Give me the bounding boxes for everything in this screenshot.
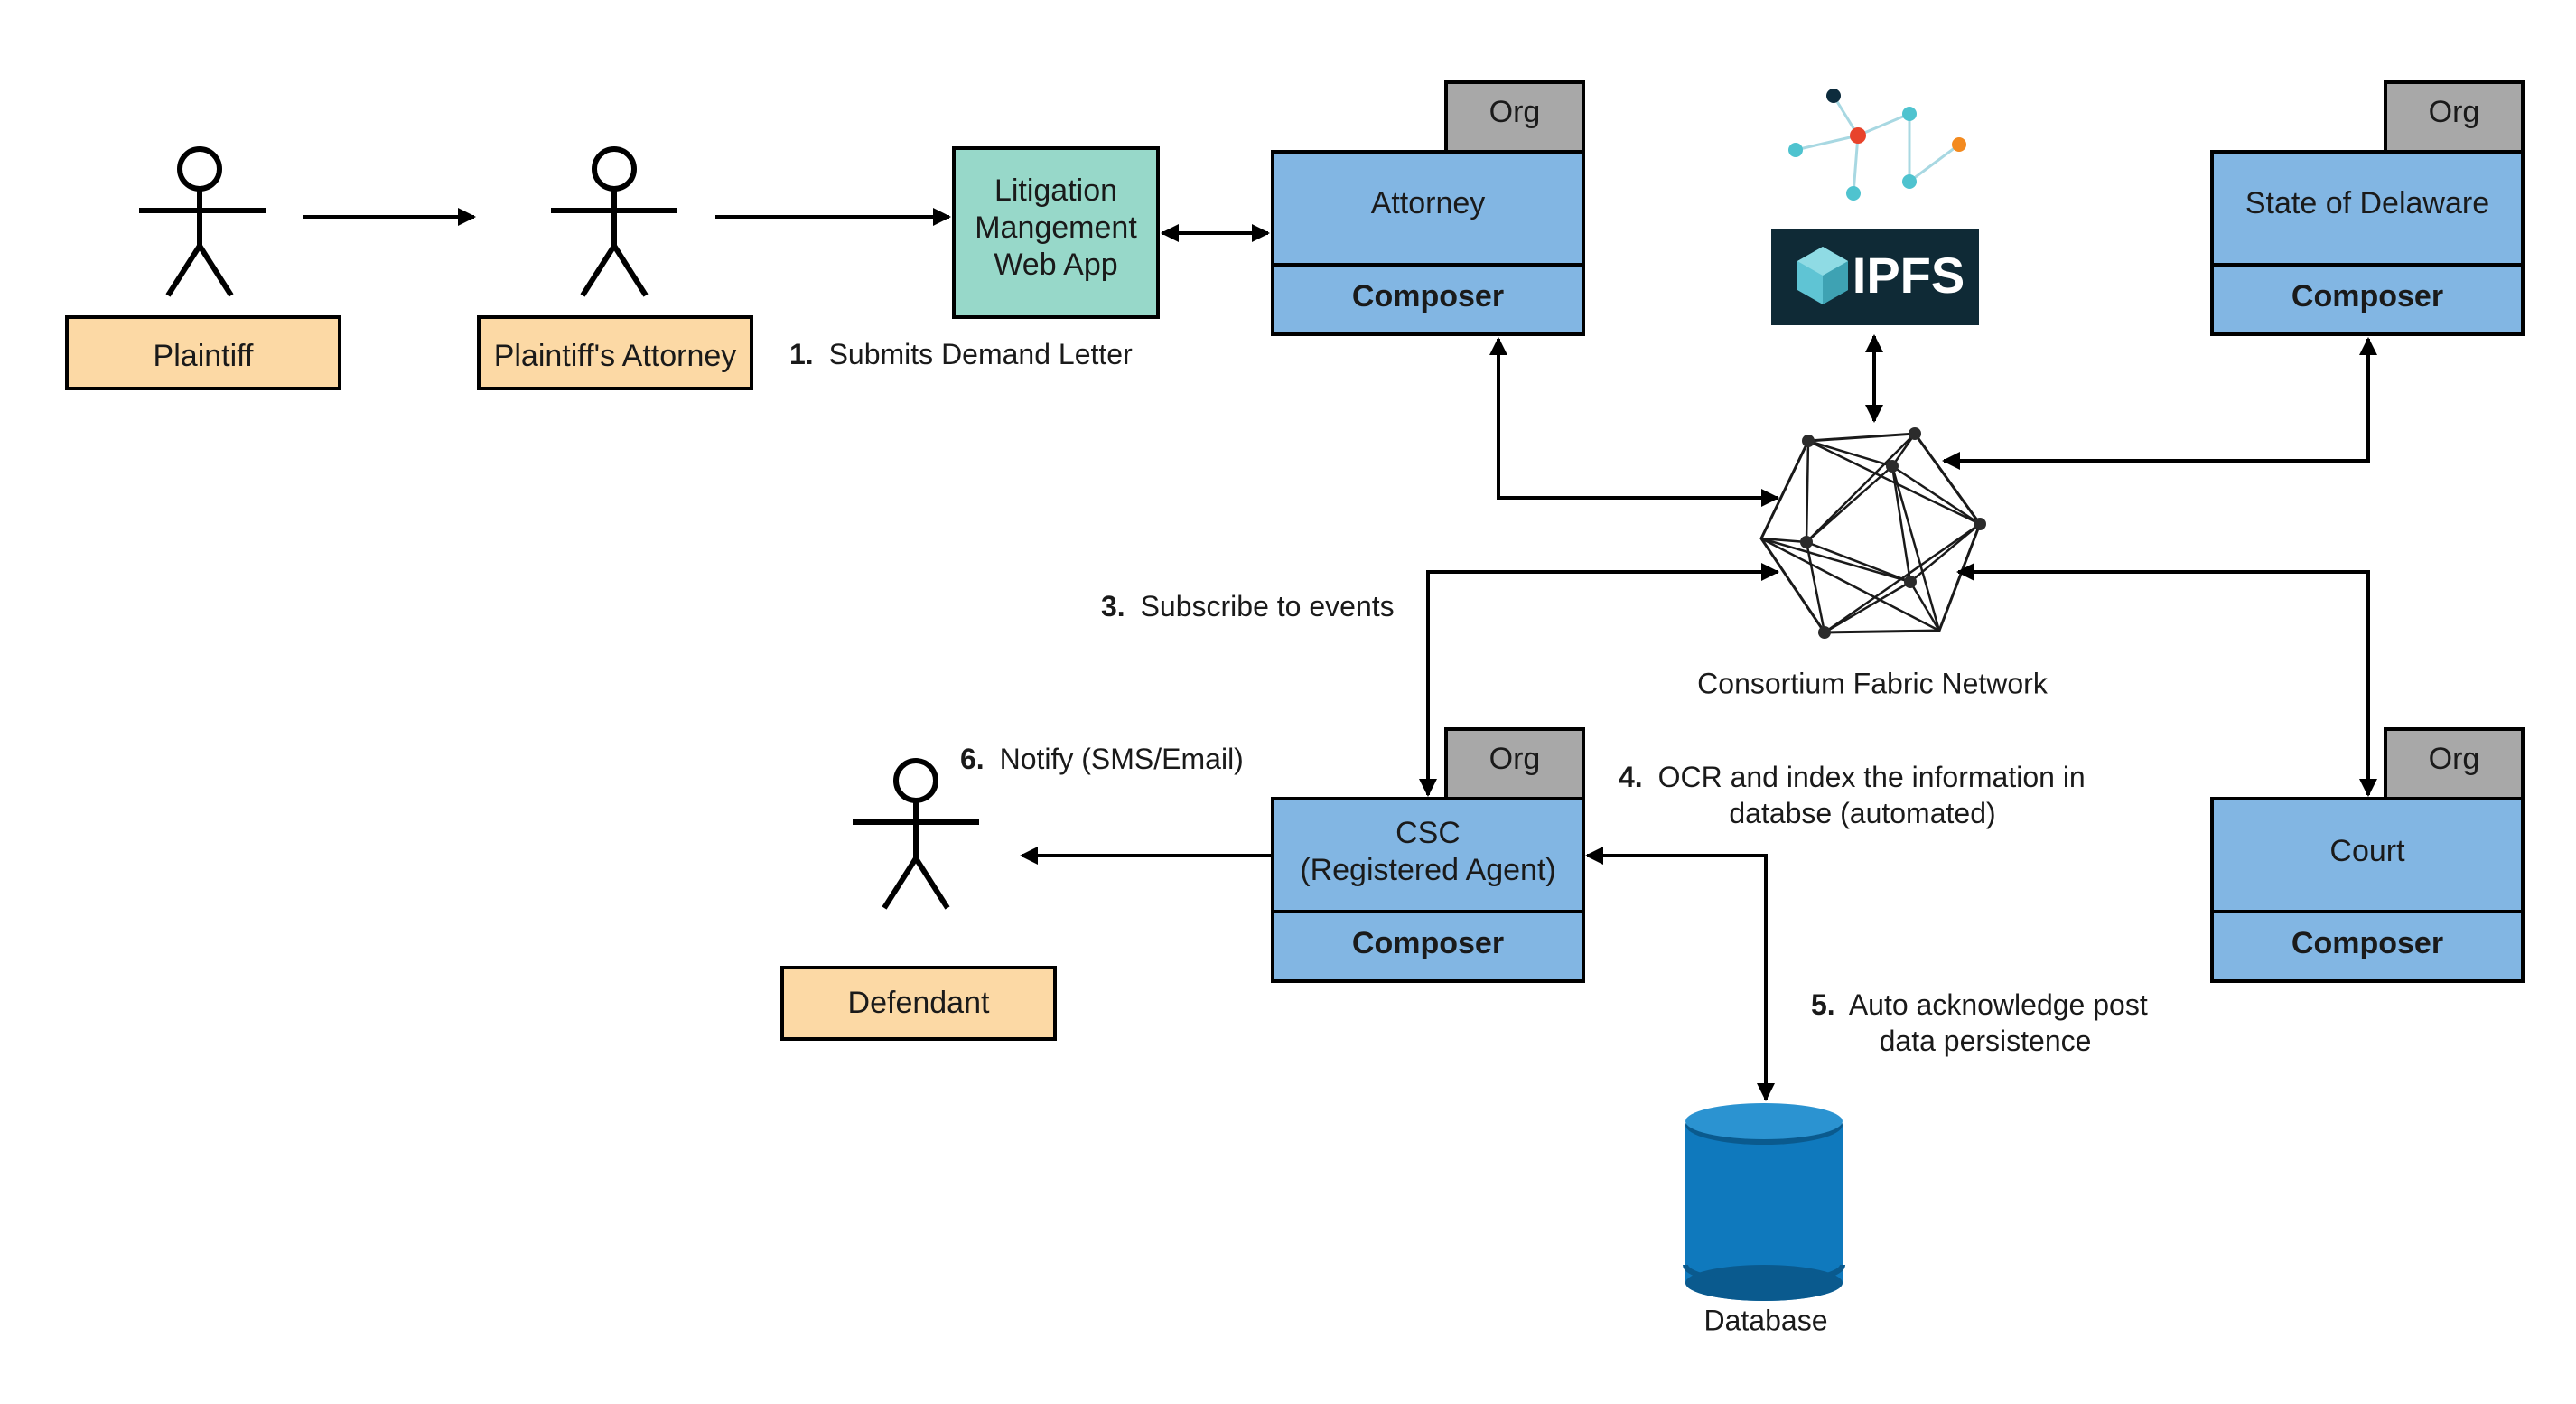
step5-label: 5. Auto acknowledge post <box>1811 988 2148 1021</box>
arrow-csc-database <box>1585 847 1775 1101</box>
court-composer-box <box>2210 910 2525 983</box>
arrow-fabric-csc <box>1419 563 1779 797</box>
plaintiff-box <box>65 315 341 390</box>
arrow-attorney-node-fabric <box>1489 337 1779 507</box>
step5-number: 5. <box>1811 988 1835 1021</box>
web-app-line3: Web App <box>994 248 1117 282</box>
state-org-label: Org <box>2429 95 2480 129</box>
icosahedron-icon <box>1759 427 1986 639</box>
node-court: Org Court Composer <box>2210 727 2525 983</box>
attorney-stick-figure-icon <box>551 146 677 297</box>
node-state-of-delaware: Org State of Delaware Composer <box>2210 80 2525 336</box>
database-label: Database <box>1704 1304 1828 1336</box>
step6-label: 6. Notify (SMS/Email) <box>960 743 1244 775</box>
state-composer-label: Composer <box>2291 279 2443 314</box>
csc-box <box>1271 797 1585 913</box>
step4-line2-label: databse (automated) <box>1729 797 1995 829</box>
attorney-title: Attorney <box>1371 186 1486 220</box>
connectors <box>303 208 2377 1101</box>
actor-plaintiff: Plaintiff <box>65 146 341 390</box>
attorney-box <box>1271 150 1585 267</box>
ipfs-label: IPFS <box>1853 247 1965 304</box>
step1-label: 1. Submits Demand Letter <box>789 338 1133 370</box>
database-cylinder-icon <box>1683 1103 1845 1301</box>
arrow-state-fabric <box>1942 337 2377 470</box>
step4-label: 4. OCR and index the information in <box>1619 761 2086 793</box>
step3-number: 3. <box>1101 590 1125 622</box>
attorney-org-tab <box>1444 80 1585 154</box>
court-org-label: Org <box>2429 742 2480 776</box>
step6-number: 6. <box>960 743 985 775</box>
state-composer-box <box>2210 263 2525 336</box>
cube-icon <box>1797 247 1848 304</box>
litigation-web-app: Litigation Mangement Web App <box>952 146 1160 319</box>
web-app-box <box>952 146 1160 319</box>
csc-composer-box <box>1271 910 1585 983</box>
csc-composer-label: Composer <box>1352 926 1504 960</box>
state-org-tab <box>2384 80 2525 154</box>
step1-number: 1. <box>789 338 814 370</box>
court-org-tab <box>2384 727 2525 800</box>
arrow-fabric-court <box>1956 563 2377 797</box>
ipfs-logo: IPFS <box>1771 229 1979 325</box>
actor-defendant: Defendant <box>780 758 1057 1041</box>
csc-title-line1: CSC <box>1395 816 1461 850</box>
step1-text: Submits Demand Letter <box>829 338 1134 370</box>
court-box <box>2210 797 2525 913</box>
step5-line2-label: data persistence <box>1880 1025 2092 1057</box>
attorney-composer-label: Composer <box>1352 279 1504 314</box>
plaintiff-stick-figure-icon <box>139 146 266 297</box>
step3-text: Subscribe to events <box>1141 590 1395 622</box>
network-label: Consortium Fabric Network <box>1697 667 2049 699</box>
plaintiffs-attorney-label: Plaintiff's Attorney <box>494 339 737 373</box>
actor-plaintiffs-attorney: Plaintiff's Attorney <box>477 146 753 390</box>
step3-label: 3. Subscribe to events <box>1101 590 1395 622</box>
defendant-box <box>780 966 1057 1041</box>
web-app-line2: Mangement <box>975 211 1137 245</box>
step4-number: 4. <box>1619 761 1643 793</box>
step5-line1: Auto acknowledge post <box>1849 988 2148 1021</box>
attorney-composer-box <box>1271 263 1585 336</box>
csc-org-label: Org <box>1489 742 1541 776</box>
plaintiff-label: Plaintiff <box>154 339 254 373</box>
step4-line1: OCR and index the information in <box>1658 761 2086 793</box>
defendant-label: Defendant <box>848 986 990 1020</box>
csc-title-line2: (Registered Agent) <box>1300 853 1556 887</box>
court-title: Court <box>2329 834 2405 868</box>
state-title: State of Delaware <box>2245 186 2489 220</box>
web-app-line1: Litigation <box>994 173 1117 208</box>
step6-text: Notify (SMS/Email) <box>1000 743 1244 775</box>
ipfs-graph-icon <box>1788 89 1966 201</box>
plaintiffs-attorney-box <box>477 315 753 390</box>
defendant-stick-figure-icon <box>853 758 979 910</box>
attorney-org-label: Org <box>1489 95 1541 129</box>
node-attorney: Org Attorney Composer <box>1271 80 1585 336</box>
court-composer-label: Composer <box>2291 926 2443 960</box>
